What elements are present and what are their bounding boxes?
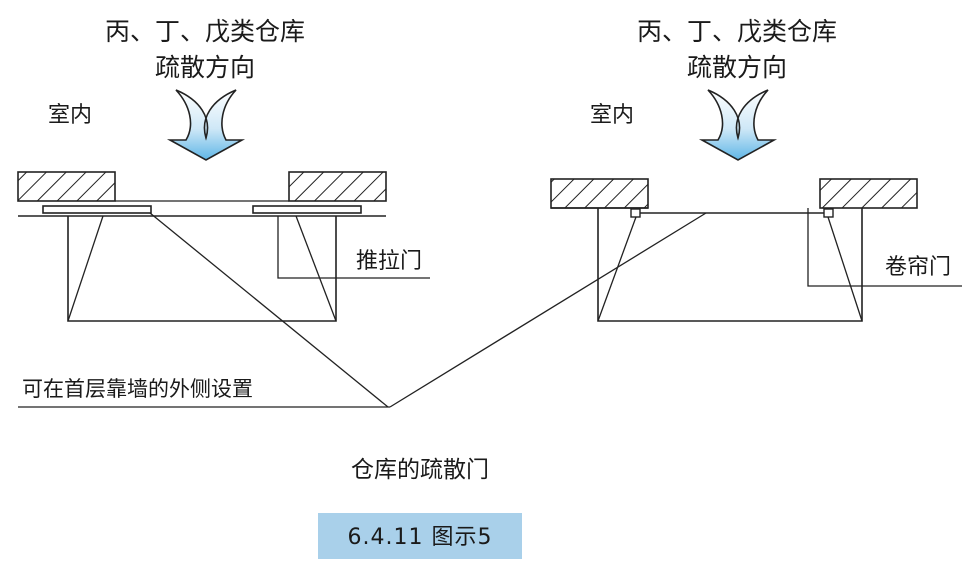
right-diag-2 (827, 216, 863, 322)
shared-note: 可在首层靠墙的外侧设置 (18, 212, 707, 408)
right-shutter-end-right (823, 208, 834, 218)
note-leader-left (149, 212, 389, 408)
left-diag-2 (295, 215, 337, 322)
note-leader-right (389, 212, 707, 408)
left-wall-right (288, 171, 387, 202)
left-evacuation-arrow-icon (166, 89, 246, 161)
figure-id-text: 6.4.11 图示5 (348, 525, 493, 550)
left-wall-left (17, 171, 116, 202)
right-shutter-end-left (630, 208, 641, 218)
shared-note-text: 可在首层靠墙的外侧设置 (22, 377, 253, 401)
left-door-callout (277, 216, 430, 279)
right-evacuation-arrow-icon (698, 89, 778, 161)
right-wall-left (550, 178, 649, 209)
figure-id-badge (318, 513, 522, 559)
left-outside-zone (67, 216, 337, 322)
right-heading-line1: 丙、丁、戊类仓库 (637, 17, 837, 46)
left-sliding-door-leaf-1 (42, 205, 152, 214)
left-heading-line1: 丙、丁、戊类仓库 (105, 17, 305, 46)
left-heading-line2: 疏散方向 (155, 53, 255, 82)
diagram-caption: 仓库的疏散门 (351, 457, 489, 483)
right-heading-line2: 疏散方向 (687, 53, 787, 82)
right-door-callout (807, 208, 962, 287)
right-door-label: 卷帘门 (885, 255, 951, 280)
left-sliding-door-leaf-2 (252, 205, 362, 214)
right-diag-1 (597, 216, 637, 322)
right-wall-right (819, 178, 918, 209)
left-door-label: 推拉门 (356, 249, 422, 274)
right-indoor-label: 室内 (590, 103, 634, 128)
left-indoor-label: 室内 (48, 103, 92, 128)
right-outside-zone (597, 208, 863, 322)
left-panel: 丙、丁、戊类仓库 疏散方向 室内 推拉门 (17, 17, 430, 322)
left-diag-1 (67, 215, 104, 322)
right-panel: 丙、丁、戊类仓库 疏散方向 室内 卷帘门 (550, 17, 962, 322)
